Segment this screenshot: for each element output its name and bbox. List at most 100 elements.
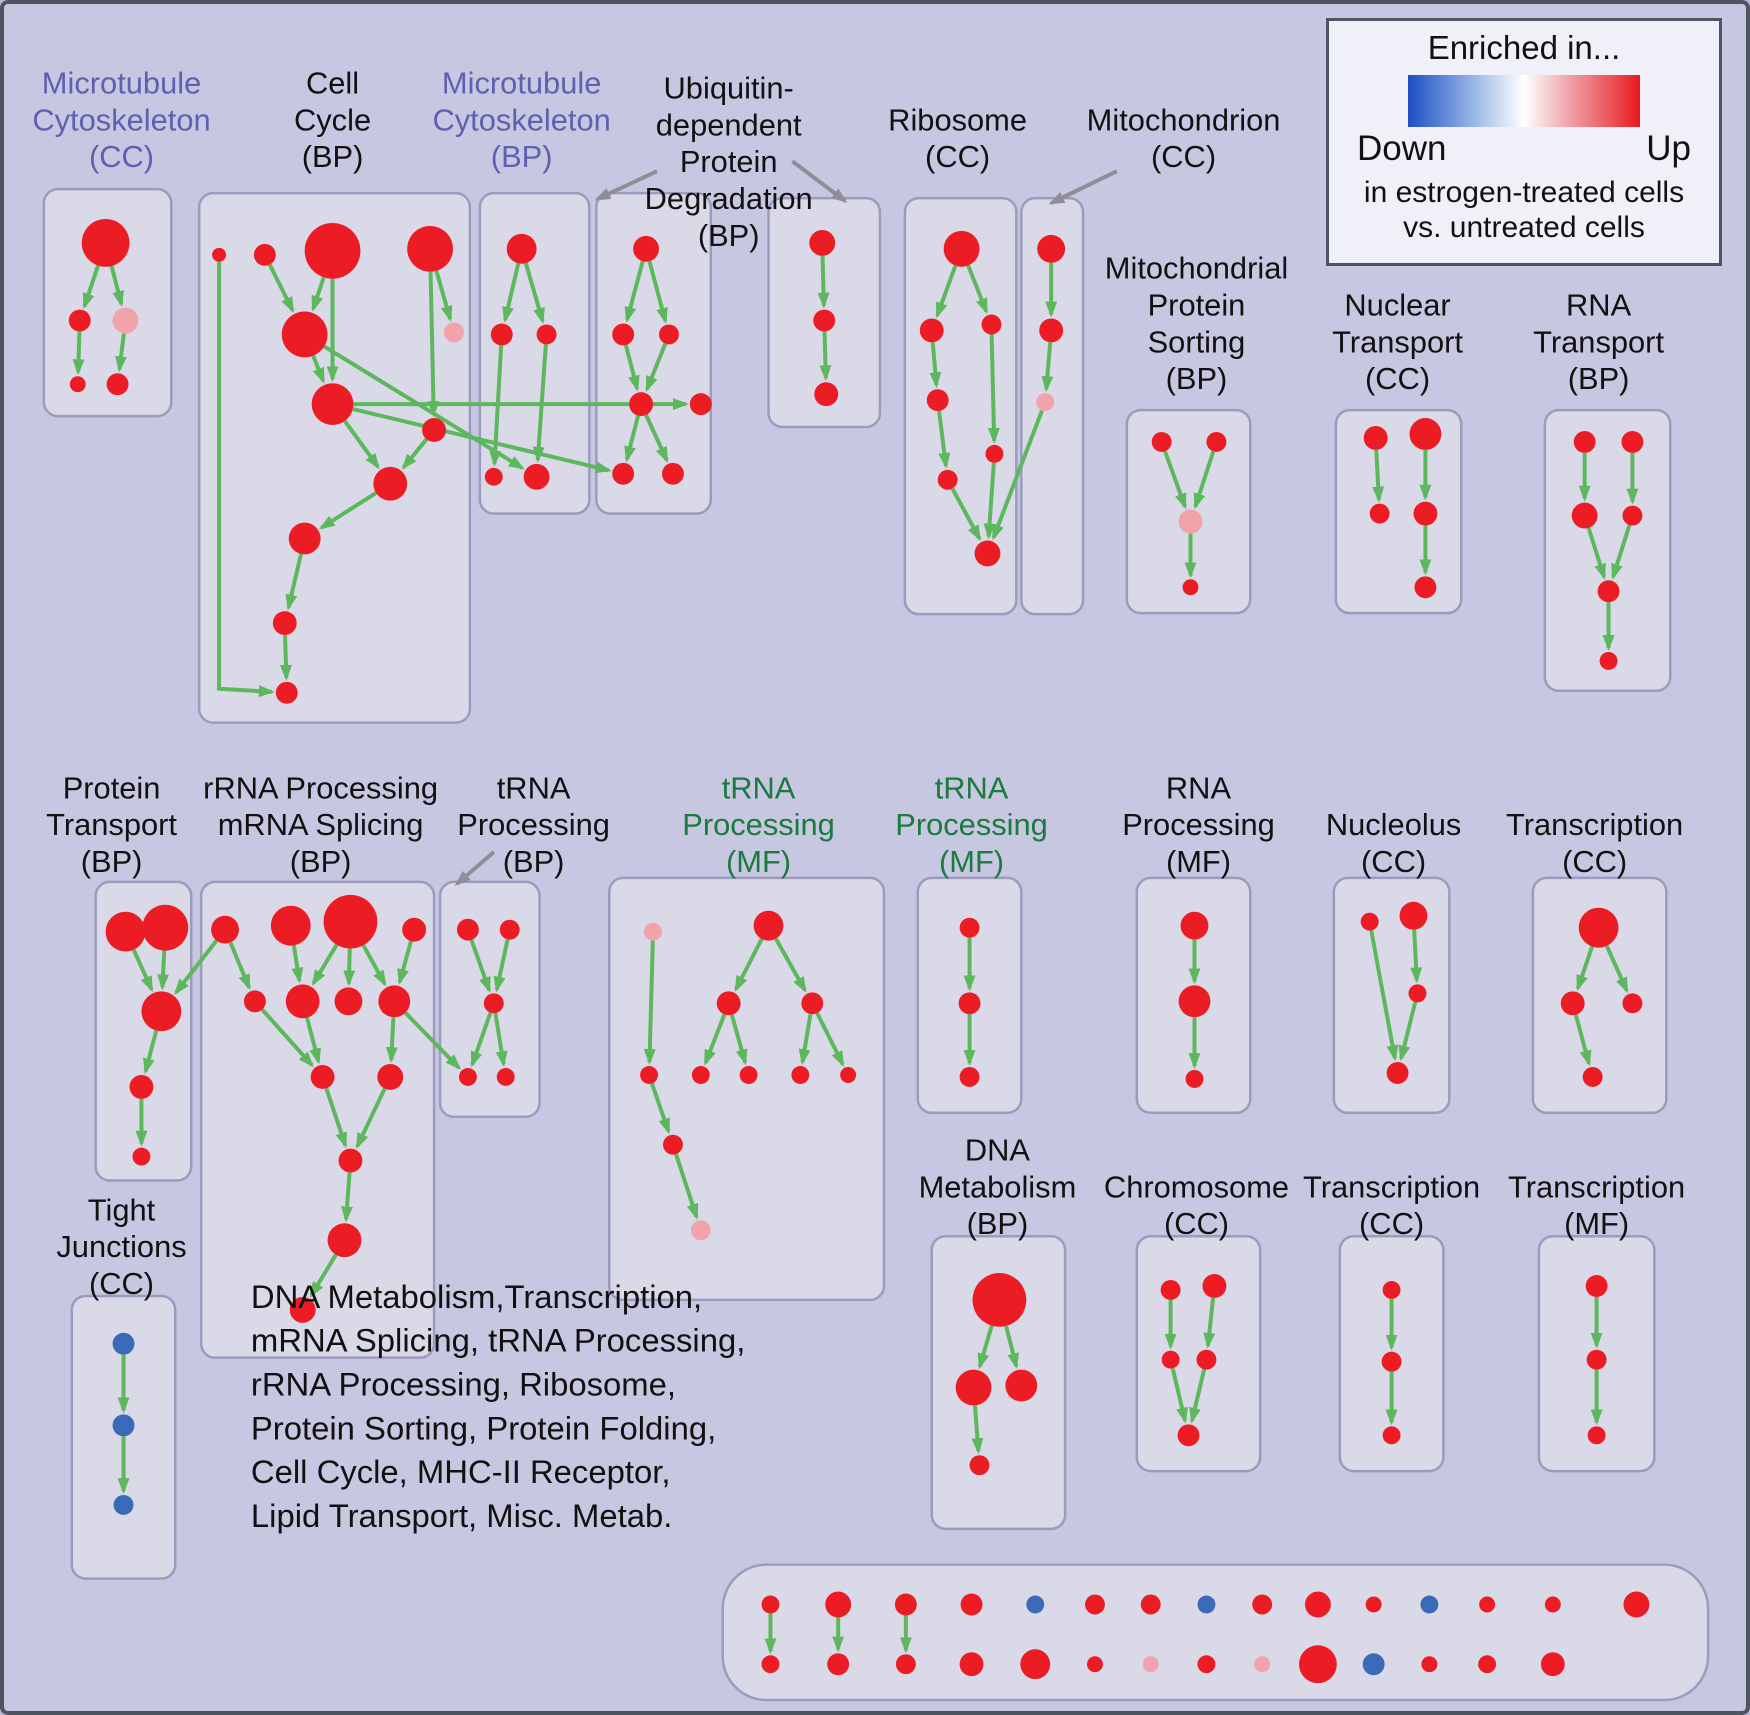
go-term-node <box>1140 1594 1161 1615</box>
go-term-node <box>1160 1280 1181 1300</box>
relation-arrow <box>1410 929 1423 984</box>
relation-arrow <box>929 342 942 389</box>
relation-arrow <box>987 334 1000 444</box>
go-term-node <box>289 1296 316 1323</box>
go-term-node <box>1085 1594 1105 1615</box>
relation-arrow <box>260 1008 314 1068</box>
go-term-node <box>334 987 363 1016</box>
relation-arrow <box>318 491 378 530</box>
relation-arrow <box>469 939 492 993</box>
go-term-node <box>937 469 958 490</box>
go-term-node <box>1571 502 1598 529</box>
relation-arrow <box>1586 527 1606 580</box>
cluster-box-ubiquitin-degradation-bp-1 <box>595 191 713 515</box>
go-term-node <box>1382 1426 1401 1445</box>
go-term-node <box>1197 1595 1216 1614</box>
cluster-box-cell-cycle-bp <box>197 191 472 724</box>
go-term-node <box>1585 1275 1608 1297</box>
go-term-node <box>985 444 1004 463</box>
go-term-node <box>1414 576 1437 599</box>
go-term-node <box>327 1223 362 1258</box>
go-term-node <box>943 230 980 267</box>
relation-arrow <box>291 945 304 984</box>
go-term-node <box>753 910 784 941</box>
relation-arrow <box>285 553 303 611</box>
relation-arrow <box>817 255 830 309</box>
go-term-node <box>338 1148 363 1173</box>
go-term-node <box>1413 501 1438 526</box>
go-term-node <box>523 463 550 490</box>
go-term-node <box>1182 579 1199 596</box>
relation-arrow <box>352 407 612 474</box>
relation-arrow <box>815 1012 845 1068</box>
label-transcription-cc-upper: Transcription(CC) <box>1506 807 1683 879</box>
go-term-node <box>272 611 297 636</box>
go-term-node <box>972 1273 1027 1327</box>
go-term-node <box>373 466 408 501</box>
go-term-node <box>112 1332 135 1355</box>
go-term-node <box>1586 1349 1607 1370</box>
go-term-node <box>1597 580 1620 603</box>
go-term-node <box>275 681 298 704</box>
go-term-node <box>1573 430 1596 453</box>
go-term-node <box>1578 907 1619 948</box>
relation-arrow <box>401 438 429 470</box>
go-term-node <box>1037 234 1066 263</box>
relation-arrow <box>72 331 85 376</box>
go-term-node <box>243 990 266 1013</box>
relation-arrow <box>311 276 326 312</box>
go-term-node <box>458 1068 477 1086</box>
relation-arrow <box>324 1087 348 1149</box>
relation-arrow <box>502 262 521 323</box>
go-term-node <box>483 993 504 1014</box>
go-term-node <box>1252 1594 1273 1615</box>
misc-category-list: DNA Metabolism,Transcription,mRNA Splici… <box>251 1278 745 1534</box>
go-term-node <box>1382 1281 1401 1299</box>
relation-arrow <box>971 1405 984 1455</box>
go-term-node <box>285 984 320 1019</box>
relation-arrow <box>343 419 380 470</box>
relation-arrow <box>427 271 440 418</box>
relation-arrow <box>228 941 251 991</box>
go-term-node <box>1020 1649 1051 1680</box>
cluster-box-ribosome-cc <box>903 196 1018 616</box>
relation-arrow <box>311 943 339 986</box>
relation-arrow <box>647 260 668 324</box>
go-term-node <box>1206 431 1227 452</box>
go-term-node <box>281 311 328 358</box>
go-term-node <box>1478 1655 1497 1674</box>
go-term-node <box>1621 430 1644 453</box>
go-term-node <box>894 1593 917 1616</box>
go-term-node <box>407 225 453 272</box>
go-term-node <box>112 307 139 334</box>
go-term-node <box>662 1134 683 1155</box>
go-term-node <box>106 373 129 396</box>
go-term-node <box>377 1064 404 1090</box>
relation-arrow <box>674 1153 699 1220</box>
legend-down-up-row: Down Up <box>1329 129 1719 169</box>
relation-arrow <box>643 940 656 1066</box>
relation-arrow <box>1369 930 1399 1062</box>
relation-arrow <box>937 410 951 469</box>
go-term-node <box>959 1067 980 1087</box>
go-term-node <box>895 1654 916 1675</box>
cluster-box-rna-transport-bp <box>1543 408 1672 693</box>
relation-arrow <box>361 944 387 987</box>
go-term-node <box>809 229 836 256</box>
go-term-node <box>1363 426 1388 450</box>
go-term-node <box>661 462 684 485</box>
go-term-node <box>959 917 980 938</box>
go-term-node <box>612 462 635 485</box>
enrichment-gradient-bar <box>1408 75 1640 127</box>
go-term-node <box>761 1655 780 1674</box>
go-term-node <box>1582 1067 1603 1087</box>
label-pointer-arrow <box>594 169 658 201</box>
go-term-node <box>1399 901 1428 930</box>
go-term-node <box>1369 503 1390 524</box>
cluster-box-nuclear-transport-cc <box>1334 408 1463 615</box>
relation-arrow <box>774 937 807 993</box>
go-term-node <box>536 324 557 345</box>
go-term-node <box>253 243 276 266</box>
